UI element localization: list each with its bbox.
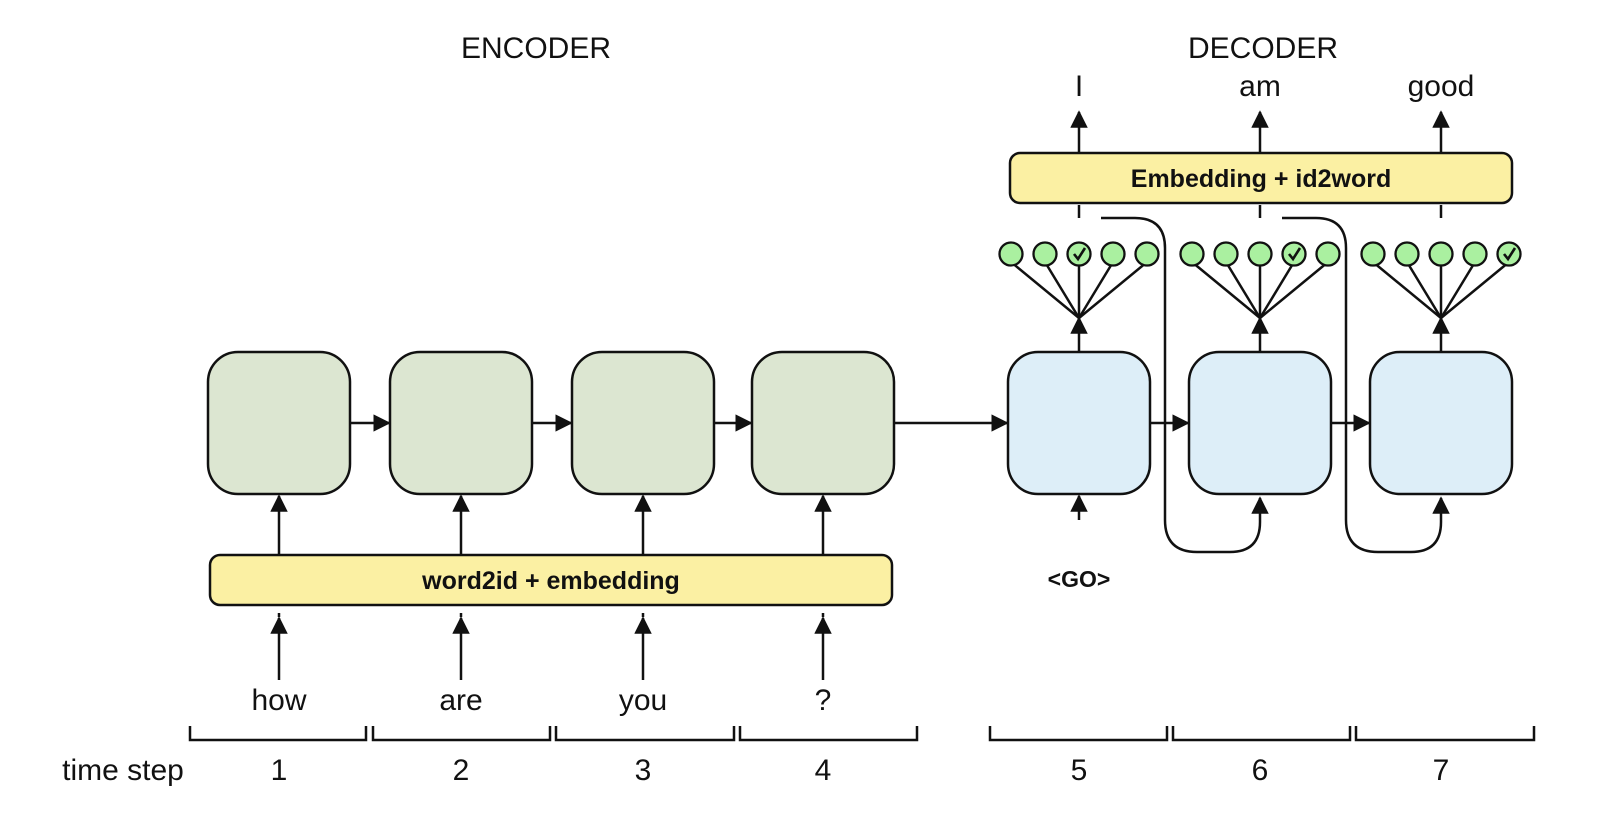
encoder-cell xyxy=(388,350,534,496)
time-step-number: 4 xyxy=(815,754,832,787)
time-step-bracket xyxy=(1171,726,1352,742)
output-word: I xyxy=(1075,70,1083,103)
output-word: good xyxy=(1408,70,1475,103)
time-step-bracket xyxy=(988,726,1169,742)
input-word: are xyxy=(439,684,482,717)
decoder-cell xyxy=(1368,350,1514,496)
encoder-title: ENCODER xyxy=(461,32,611,65)
input-word: ? xyxy=(815,684,832,717)
softmax-node xyxy=(998,241,1024,267)
fan-line xyxy=(1372,261,1442,319)
output-word: am xyxy=(1239,70,1281,103)
softmax-node xyxy=(1032,241,1058,267)
fan-line xyxy=(1259,261,1329,319)
time-step-label: time step xyxy=(62,754,184,787)
encoder-cell xyxy=(206,350,352,496)
time-step-number: 7 xyxy=(1433,754,1450,787)
input-word: how xyxy=(251,684,306,717)
softmax-node xyxy=(1213,241,1239,267)
fan-line xyxy=(1043,261,1081,319)
softmax-node xyxy=(1462,241,1488,267)
check-icon xyxy=(1287,247,1302,262)
softmax-node xyxy=(1247,241,1273,267)
softmax-node xyxy=(1394,241,1420,267)
softmax-node xyxy=(1360,241,1386,267)
decoder-title: DECODER xyxy=(1188,32,1338,65)
softmax-node xyxy=(1066,241,1092,267)
check-icon xyxy=(1072,247,1087,262)
fan-line xyxy=(1224,261,1262,319)
fan-line xyxy=(1077,261,1115,319)
softmax-node xyxy=(1134,241,1160,267)
fan-line xyxy=(1258,261,1296,319)
feedback-loop xyxy=(1282,216,1450,554)
time-step-bracket xyxy=(554,726,736,742)
fan-line xyxy=(1078,261,1148,319)
softmax-node xyxy=(1179,241,1205,267)
fan-line xyxy=(1191,261,1261,319)
softmax-node xyxy=(1496,241,1522,267)
encoder-embedding-bar xyxy=(208,553,894,607)
softmax-node xyxy=(1100,241,1126,267)
decoder-cell xyxy=(1006,350,1152,496)
time-step-bracket xyxy=(738,726,919,742)
time-step-number: 2 xyxy=(453,754,470,787)
softmax-node xyxy=(1428,241,1454,267)
softmax-node xyxy=(1281,241,1307,267)
encoder-cell xyxy=(570,350,716,496)
encoder-cell xyxy=(750,350,896,496)
time-step-number: 1 xyxy=(271,754,288,787)
time-step-number: 5 xyxy=(1071,754,1088,787)
decoder-cell xyxy=(1187,350,1333,496)
feedback-loop xyxy=(1101,216,1269,554)
decoder-embedding-label: Embedding + id2word xyxy=(1131,165,1391,193)
time-step-number: 3 xyxy=(635,754,652,787)
time-step-bracket xyxy=(371,726,552,742)
check-icon xyxy=(1502,247,1517,262)
fan-line xyxy=(1440,261,1510,319)
softmax-node xyxy=(1315,241,1341,267)
fan-line xyxy=(1405,261,1443,319)
go-token: <GO> xyxy=(1048,566,1111,592)
decoder-embedding-bar xyxy=(1008,151,1514,205)
encoder-embedding-label: word2id + embedding xyxy=(421,567,680,595)
diagram-structure xyxy=(188,110,1536,742)
time-step-bracket xyxy=(188,726,368,742)
time-step-bracket xyxy=(1354,726,1536,742)
time-step-number: 6 xyxy=(1252,754,1269,787)
input-word: you xyxy=(619,684,667,717)
fan-line xyxy=(1439,261,1477,319)
fan-line xyxy=(1010,261,1080,319)
